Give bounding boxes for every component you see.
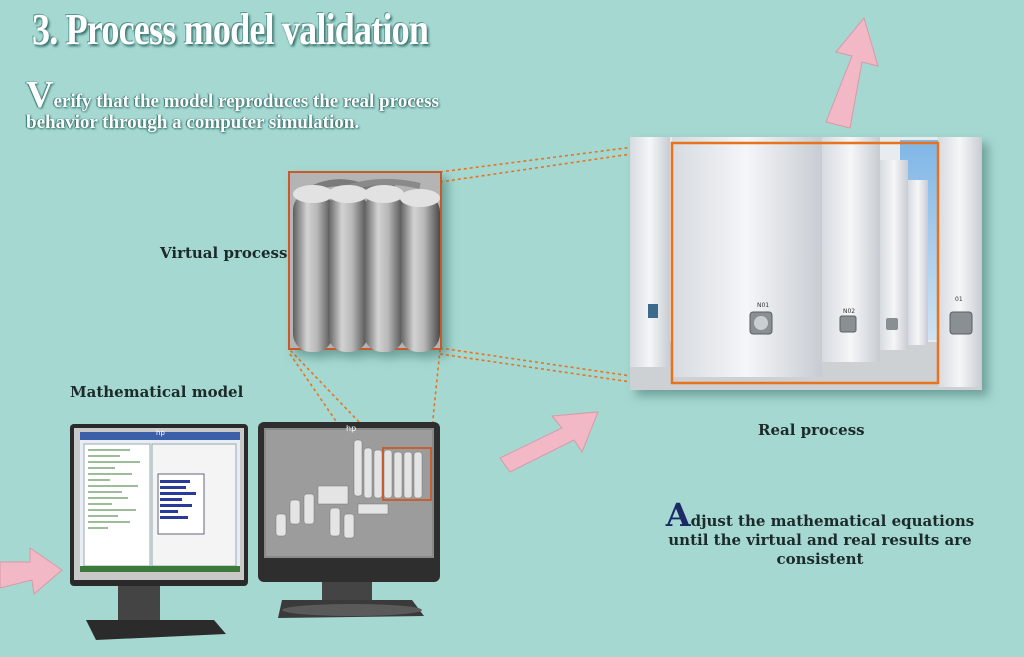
arrow-up-right bbox=[825, 16, 879, 129]
virtual-process-image bbox=[288, 171, 442, 352]
tank-label-1: N01 bbox=[757, 302, 769, 309]
real-process-image: N01 N02 01 bbox=[630, 137, 982, 390]
real-process-label: Real process bbox=[758, 421, 865, 439]
left-monitor-brand: hp bbox=[156, 429, 165, 437]
adjust-drop-cap: A bbox=[665, 496, 691, 534]
virtual-process-label: Virtual process bbox=[160, 244, 288, 262]
arrow-to-real-process bbox=[499, 411, 599, 473]
intro-body: erify that the model reproduces the real… bbox=[26, 91, 439, 133]
left-monitor: hp bbox=[70, 424, 248, 640]
intro-text: Verify that the model reproduces the rea… bbox=[26, 76, 496, 133]
adjust-text: Adjust the mathematical equations until … bbox=[655, 499, 985, 569]
intro-drop-cap: V bbox=[26, 74, 54, 116]
arrow-from-left bbox=[0, 547, 63, 595]
mathematical-model-label: Mathematical model bbox=[70, 383, 244, 401]
adjust-body: djust the mathematical equations until t… bbox=[668, 512, 975, 568]
right-monitor: hp bbox=[258, 422, 440, 618]
tank-label-3: 01 bbox=[955, 296, 963, 303]
right-monitor-brand: hp bbox=[346, 424, 356, 433]
tank-label-2: N02 bbox=[843, 308, 855, 315]
page-title: 3. Process model validation bbox=[32, 5, 429, 54]
